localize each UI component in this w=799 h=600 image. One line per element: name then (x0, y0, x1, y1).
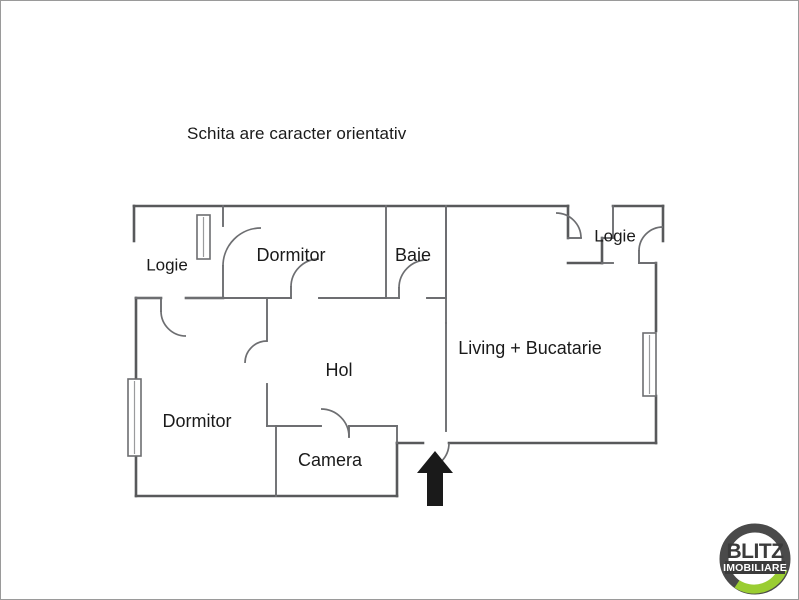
room-label-hol: Hol (325, 360, 352, 380)
room-label-logie-right: Logie (594, 226, 636, 245)
door-swing-baie (398, 259, 428, 289)
logo-subtitle-bar (725, 561, 785, 574)
logo-subtitle-text: IMOBILIARE (723, 562, 787, 574)
door-swing-dormitor-top (290, 258, 320, 288)
entrance-arrow-shape (417, 451, 453, 506)
room-label-dormitor-top: Dormitor (256, 245, 325, 265)
logo-ring-accent (734, 567, 788, 594)
brand-logo-svg: BLITZ IMOBILIARE (719, 523, 791, 595)
door-swing-logie-left (222, 227, 262, 267)
room-label-living-bucatarie: Living + Bucatarie (458, 338, 602, 358)
interior-walls (135, 205, 657, 497)
windows (127, 214, 657, 457)
door-swing-logie-right-a (555, 212, 582, 239)
logo-brand-text: BLITZ (727, 540, 785, 563)
plan-orientation-note: Schita are caracter orientativ (187, 124, 407, 143)
door-swing-camera (320, 408, 350, 438)
door-swing-dormitor-bottom (160, 310, 187, 337)
door-swing-logie-right-b (638, 226, 664, 252)
room-label-camera: Camera (298, 450, 363, 470)
room-labels: Logie Dormitor Baie Logie Living + Bucat… (146, 226, 636, 469)
brand-logo: BLITZ IMOBILIARE (717, 521, 793, 597)
room-label-baie: Baie (395, 245, 431, 265)
room-label-logie-left: Logie (146, 255, 188, 274)
room-label-dormitor-bottom: Dormitor (162, 411, 231, 431)
entrance-direction-arrow (417, 451, 453, 506)
door-swing-hol-side (244, 340, 268, 364)
